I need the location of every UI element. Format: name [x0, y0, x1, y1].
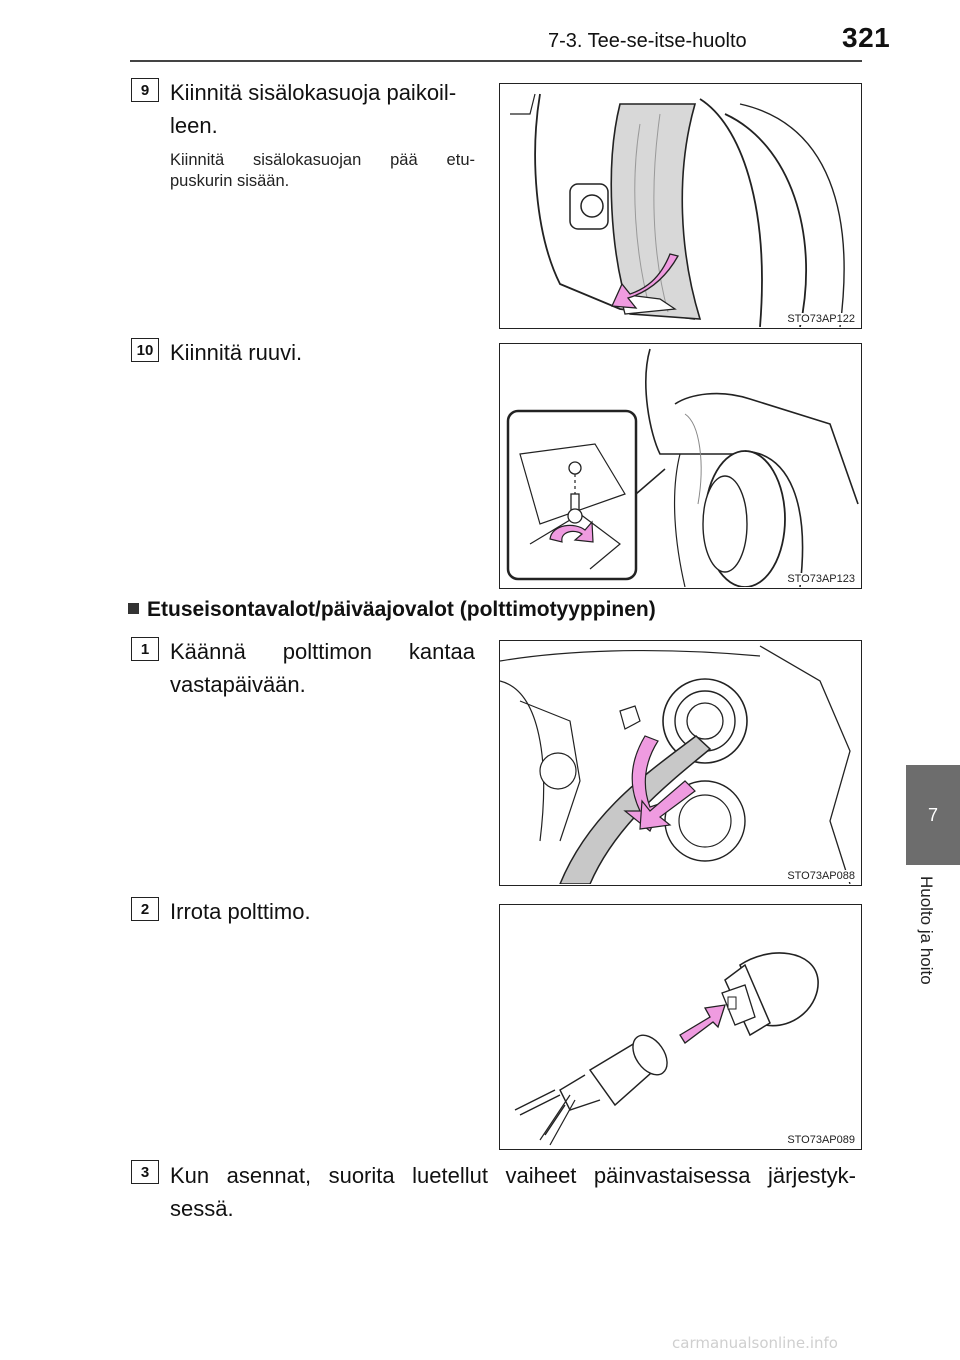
- figure-bulb-removal: STO73AP089: [499, 904, 862, 1150]
- figure-bulb-socket: STO73AP088: [499, 640, 862, 886]
- step-badge-9: 9: [131, 78, 159, 102]
- header-rule: [130, 60, 862, 62]
- bulb-removal-illustration: [514, 952, 819, 1146]
- step-1-text: Käännä polttimon kantaa vastapäivään.: [170, 639, 475, 697]
- watermark-text: carmanualsonline.info: [672, 1334, 838, 1352]
- step-9-text: Kiinnitä sisälokasuoja paikoil-leen.: [170, 80, 457, 138]
- step-2-text: Irrota polttimo.: [170, 899, 311, 924]
- step-10-text: Kiinnitä ruuvi.: [170, 340, 303, 365]
- section-header: 7-3. Tee-se-itse-huolto: [548, 30, 747, 52]
- figure-code: STO73AP123: [785, 573, 857, 585]
- figure-code: STO73AP088: [785, 870, 857, 882]
- step-badge-2: 2: [131, 897, 159, 921]
- figure-screw: STO73AP123: [499, 343, 862, 589]
- step-badge-1: 1: [131, 637, 159, 661]
- step-3-text: Kun asennat, suorita luetellut vaiheet p…: [170, 1163, 856, 1221]
- step-9-note: Kiinnitä sisälokasuojan pää etu-puskurin…: [170, 151, 475, 190]
- figure-inner-fender: STO73AP122: [499, 83, 862, 329]
- figure-code: STO73AP122: [785, 313, 857, 325]
- step-badge-3: 3: [131, 1160, 159, 1184]
- chapter-title: Huolto ja hoito: [917, 876, 936, 985]
- screw-illustration: [506, 348, 859, 587]
- section-heading: Etuseisontavalot/päiväajovalot (polttimo…: [128, 598, 656, 622]
- chapter-number: 7: [927, 804, 938, 825]
- step-badge-10: 10: [131, 338, 159, 362]
- square-bullet-icon: [128, 603, 139, 614]
- page-number: 321: [842, 22, 891, 53]
- figure-code: STO73AP089: [785, 1134, 857, 1146]
- bulb-socket-illustration: [500, 645, 851, 884]
- chapter-tab[interactable]: 7: [906, 765, 960, 865]
- inner-fender-illustration: [510, 93, 845, 327]
